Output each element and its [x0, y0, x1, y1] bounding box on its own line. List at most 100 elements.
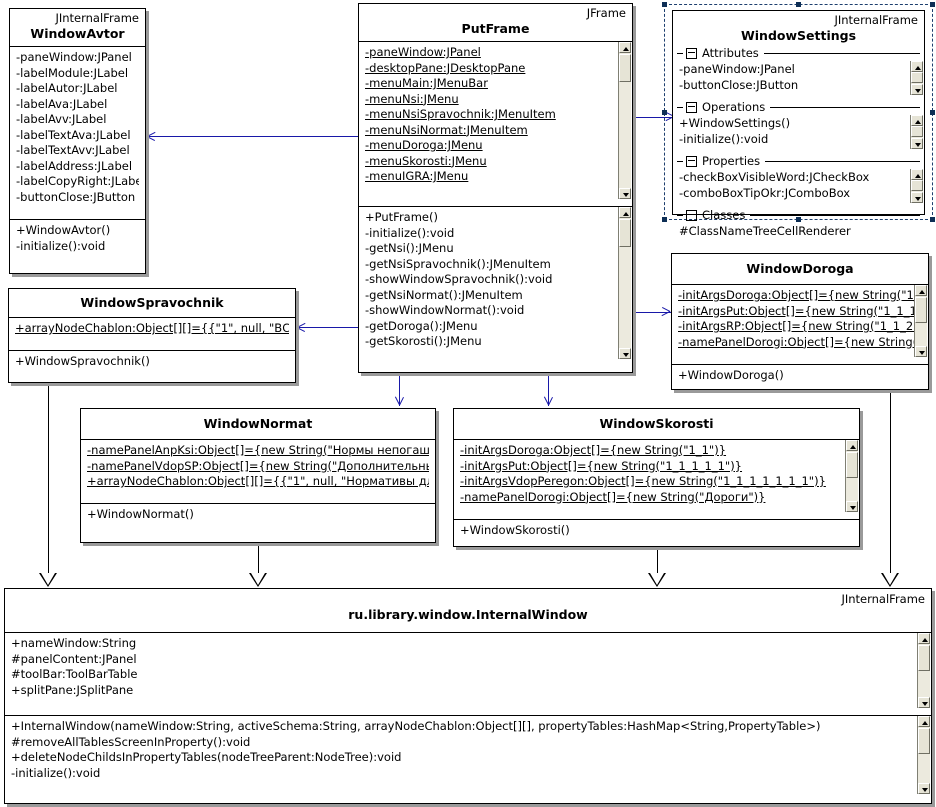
attributes-scrollbar[interactable]: [914, 285, 927, 357]
scroll-up-arrow-icon[interactable]: [619, 207, 631, 218]
scroll-up-arrow-icon[interactable]: [846, 440, 858, 451]
operations-scrollbar[interactable]: [917, 716, 930, 794]
selection-handle[interactable]: [662, 217, 667, 222]
scrollbar-thumb[interactable]: [918, 728, 930, 754]
class-box-internalwindow[interactable]: JInternalFrame ru.library.window.Interna…: [4, 588, 932, 804]
generalization-doroga-internalwindow[interactable]: [890, 390, 891, 573]
scroll-up-arrow-icon[interactable]: [918, 716, 930, 727]
scroll-down-arrow-icon[interactable]: [918, 697, 930, 708]
class-box-windowskorosti[interactable]: WindowSkorosti -initArgsDoroga:Object[]=…: [453, 408, 860, 547]
attributes-scrollbar[interactable]: [910, 61, 923, 95]
collapse-box-icon[interactable]: [686, 156, 697, 167]
group-header-properties[interactable]: Properties: [673, 154, 924, 169]
selection-handle[interactable]: [796, 2, 801, 7]
collapse-box-icon[interactable]: [686, 210, 697, 221]
attributes-compartment: -paneWindow:JPanel -desktopPane:JDesktop…: [359, 42, 632, 207]
attribute-row: -namePanelVdopSP:Object[]={new String("Д…: [87, 458, 429, 473]
operation-row: +InternalWindow(nameWindow:String, activ…: [11, 719, 821, 733]
scroll-down-arrow-icon[interactable]: [918, 783, 930, 794]
group-header-operations[interactable]: Operations: [673, 100, 924, 115]
operations-scrollbar[interactable]: [618, 207, 631, 359]
class-box-windowavtor[interactable]: JInternalFrame WindowAvtor -paneWindow:J…: [9, 8, 146, 274]
scroll-up-arrow-icon[interactable]: [918, 633, 930, 644]
class-name: PutFrame: [461, 21, 530, 36]
attributes-scrollbar[interactable]: [618, 42, 631, 199]
scroll-up-arrow-icon[interactable]: [911, 115, 923, 126]
operation-row: +WindowAvtor(): [16, 223, 111, 237]
association-putframe-windownormat[interactable]: [399, 374, 400, 406]
operation-row: -showWindowSpravochnik():void: [365, 272, 553, 286]
class-header: WindowSpravochnik: [9, 289, 295, 318]
scroll-up-arrow-icon[interactable]: [911, 169, 923, 180]
selection-handle[interactable]: [662, 2, 667, 7]
attributes-compartment: +arrayNodeChablon:Object[][]={{"1", null…: [9, 318, 295, 351]
attribute-row: -menuNsi:JMenu: [365, 91, 459, 106]
scroll-down-arrow-icon[interactable]: [915, 346, 927, 357]
class-box-windowdoroga[interactable]: WindowDoroga -initArgsDoroga:Object[]={n…: [671, 253, 929, 390]
class-stereotype: JInternalFrame: [834, 13, 918, 27]
class-box-windowspravochnik[interactable]: WindowSpravochnik +arrayNodeChablon:Obje…: [8, 288, 296, 383]
attributes-scrollbar[interactable]: [917, 633, 930, 708]
association-putframe-windowskorosti[interactable]: [548, 374, 549, 406]
selection-handle[interactable]: [930, 2, 935, 7]
scroll-up-arrow-icon[interactable]: [619, 42, 631, 53]
class-header: JFrame PutFrame: [359, 4, 632, 42]
scroll-down-arrow-icon[interactable]: [846, 501, 858, 512]
generalization-skorosti-internalwindow[interactable]: [657, 547, 658, 573]
operation-row: -getNsi():JMenu: [365, 241, 454, 255]
divider: [765, 161, 920, 162]
scroll-down-arrow-icon[interactable]: [911, 192, 923, 203]
attribute-row: -buttonClose:JButton: [679, 77, 799, 92]
scroll-down-arrow-icon[interactable]: [911, 84, 923, 95]
scrollbar-thumb[interactable]: [619, 54, 631, 82]
collapse-box-icon[interactable]: [686, 48, 697, 59]
selection-handle[interactable]: [930, 110, 935, 115]
attributes-scrollbar[interactable]: [845, 440, 858, 512]
operations-compartment: +PutFrame() -initialize():void -getNsi()…: [359, 207, 632, 367]
scroll-up-arrow-icon[interactable]: [915, 285, 927, 296]
scrollbar-thumb[interactable]: [619, 219, 631, 247]
group-header-attributes[interactable]: Attributes: [673, 46, 924, 61]
class-header: JInternalFrame WindowAvtor: [10, 9, 145, 47]
operations-scrollbar[interactable]: [910, 115, 923, 149]
classes-compartment: #ClassNameTreeCellRenderer: [673, 223, 924, 244]
generalization-spravochnik-internalwindow[interactable]: [48, 383, 49, 573]
class-name: WindowSpravochnik: [80, 295, 224, 310]
selection-handle[interactable]: [796, 217, 801, 222]
scrollbar-thumb[interactable]: [911, 72, 923, 83]
selection-handle[interactable]: [930, 217, 935, 222]
scrollbar-thumb[interactable]: [918, 645, 930, 671]
collapse-box-icon[interactable]: [686, 102, 697, 113]
class-box-windowsettings[interactable]: JInternalFrame WindowSettings Attributes…: [672, 10, 925, 238]
class-box-windownormat[interactable]: WindowNormat -namePanelAnpKsi:Object[]={…: [80, 408, 436, 543]
scroll-up-arrow-icon[interactable]: [911, 61, 923, 72]
scroll-down-arrow-icon[interactable]: [619, 188, 631, 199]
association-putframe-windowsettings[interactable]: [633, 117, 675, 118]
class-name: WindowSkorosti: [599, 416, 714, 431]
property-row: -comboBoxTipOkr:JComboBox: [679, 185, 851, 200]
association-putframe-windowspravochnik[interactable]: [296, 327, 358, 328]
scroll-down-arrow-icon[interactable]: [911, 138, 923, 149]
property-row: -checkBoxVisibleWord:JCheckBox: [679, 170, 870, 184]
generalization-normat-internalwindow[interactable]: [258, 543, 259, 573]
scrollbar-thumb[interactable]: [915, 297, 927, 323]
selection-handle[interactable]: [662, 110, 667, 115]
generalization-triangle-icon: [249, 573, 267, 587]
attribute-row: +arrayNodeChablon:Object[][]={{"1", null…: [87, 474, 429, 488]
scrollbar-thumb[interactable]: [846, 452, 858, 478]
attributes-compartment: -paneWindow:JPanel -labelModule:JLabel -…: [10, 47, 145, 220]
class-box-putframe[interactable]: JFrame PutFrame -paneWindow:JPanel -desk…: [358, 3, 633, 373]
group-header-classes[interactable]: Classes: [673, 208, 924, 223]
scrollbar-thumb[interactable]: [911, 180, 923, 191]
scroll-down-arrow-icon[interactable]: [619, 348, 631, 359]
association-putframe-windowdoroga[interactable]: [633, 312, 671, 313]
class-name: WindowAvtor: [30, 26, 125, 41]
operation-row: -initialize():void: [16, 238, 106, 253]
properties-scrollbar[interactable]: [910, 169, 923, 203]
association-putframe-windowavtor[interactable]: [146, 136, 359, 137]
operation-row: +WindowSpravochnik(): [15, 354, 150, 368]
attribute-row: -labelTextAvv:JLabel: [16, 143, 130, 157]
class-stereotype: JInternalFrame: [55, 11, 139, 25]
scrollbar-thumb[interactable]: [911, 126, 923, 137]
